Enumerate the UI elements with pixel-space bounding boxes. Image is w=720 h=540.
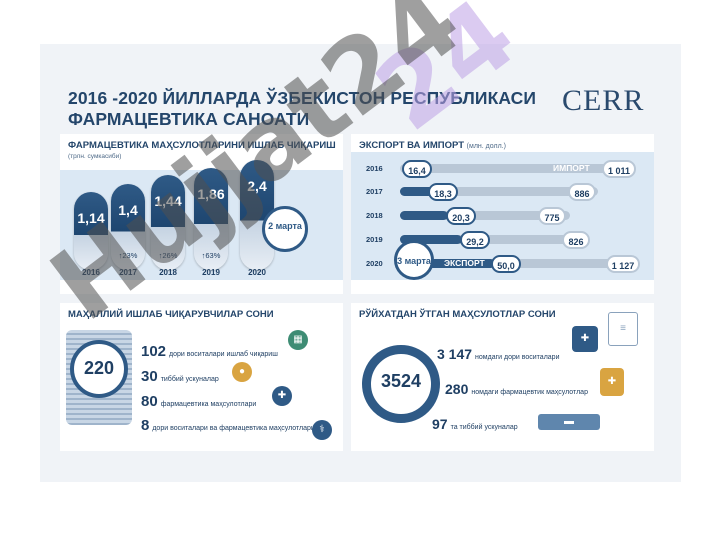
page-title: 2016 -2020 ЙИЛЛАРДА ЎЗБЕКИСТОН РЕСПУБЛИК… bbox=[68, 88, 537, 129]
trade-heading: ЭКСПОРТ ВА ИМПОРТ (млн. долл.) bbox=[359, 140, 506, 151]
medicine-jar-icon: ✚ bbox=[572, 326, 598, 352]
import-bar bbox=[400, 211, 570, 220]
growth-badge: 2 марта bbox=[262, 206, 308, 252]
import-value: 1 127 bbox=[606, 255, 640, 273]
export-bar bbox=[400, 211, 448, 220]
trade-year: 2019 bbox=[366, 235, 383, 244]
trade-year: 2016 bbox=[366, 164, 383, 173]
export-bar bbox=[400, 187, 440, 196]
production-unit: (трлн. сумкасиби) bbox=[68, 153, 122, 160]
year-label: 2016 bbox=[82, 268, 100, 277]
producers-heading: МАҲАЛЛИЙ ИШЛАБ ЧИҚАРУВЧИЛАР СОНИ bbox=[68, 309, 274, 320]
import-tag: ИМПОРТ bbox=[553, 163, 590, 173]
pharmacy-bottle-icon: ✚ bbox=[600, 368, 624, 396]
export-value: 20,3 bbox=[446, 207, 476, 225]
pill-2018: 1,44 ↑26% bbox=[151, 175, 185, 270]
export-value: 50,0 bbox=[491, 255, 521, 273]
pill-box-icon: ▦ bbox=[288, 330, 308, 350]
import-value: 826 bbox=[562, 231, 590, 249]
trade-year: 2020 bbox=[366, 259, 383, 268]
export-growth-badge: 3 марта bbox=[394, 240, 434, 280]
cerr-logo: CERR bbox=[562, 84, 645, 117]
year-label: 2017 bbox=[119, 268, 137, 277]
pill-2016: 1,14 bbox=[74, 192, 108, 270]
import-bar bbox=[400, 235, 585, 244]
export-value: 29,2 bbox=[460, 231, 490, 249]
pill-icon: ● bbox=[232, 362, 252, 382]
producers-total: 220 bbox=[70, 340, 128, 398]
pill-2017: 1,4 ↑23% bbox=[111, 184, 145, 270]
syringe-icon: ✚ bbox=[272, 386, 292, 406]
year-label: 2019 bbox=[202, 268, 220, 277]
production-heading: ФАРМАЦЕВТИКА МАҲСУЛОТЛАРИНИ ИШЛАБ ЧИҚАРИ… bbox=[68, 140, 336, 151]
registered-heading: РЎЙХАТДАН ЎТГАН МАҲСУЛОТЛАР СОНИ bbox=[359, 309, 556, 320]
export-value: 16,4 bbox=[402, 160, 432, 178]
prescription-document-icon: ≡ bbox=[608, 312, 638, 346]
hospital-bed-icon: ▬ bbox=[538, 414, 600, 430]
registered-total: 3524 bbox=[362, 345, 440, 423]
export-bar bbox=[400, 235, 462, 244]
trade-year: 2017 bbox=[366, 187, 383, 196]
import-value: 775 bbox=[538, 207, 566, 225]
year-label: 2018 bbox=[159, 268, 177, 277]
import-value: 1 011 bbox=[602, 160, 636, 178]
year-label: 2020 bbox=[248, 268, 266, 277]
export-bar bbox=[400, 259, 495, 268]
import-value: 886 bbox=[568, 183, 596, 201]
trade-year: 2018 bbox=[366, 211, 383, 220]
import-bar bbox=[400, 164, 630, 173]
medicine-bottle-icon: ⚕ bbox=[312, 420, 332, 440]
export-tag: ЭКСПОРТ bbox=[444, 258, 485, 268]
pill-2019: 1,86 ↑63% bbox=[194, 168, 228, 270]
import-bar bbox=[400, 187, 598, 196]
export-value: 18,3 bbox=[428, 183, 458, 201]
